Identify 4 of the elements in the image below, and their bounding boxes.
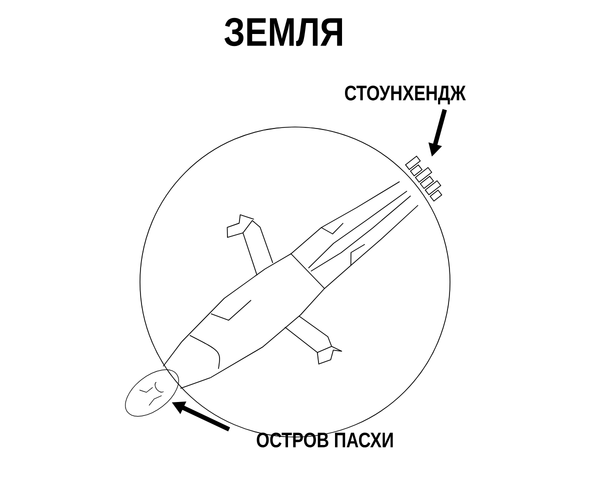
callout-label: ОСТРОВ ПАСХИ xyxy=(256,432,393,448)
title: ЗЕМЛЯ xyxy=(224,18,342,46)
moai-head-drawing xyxy=(125,369,179,417)
callout-label: СТОУНХЕНДЖ xyxy=(345,86,466,104)
